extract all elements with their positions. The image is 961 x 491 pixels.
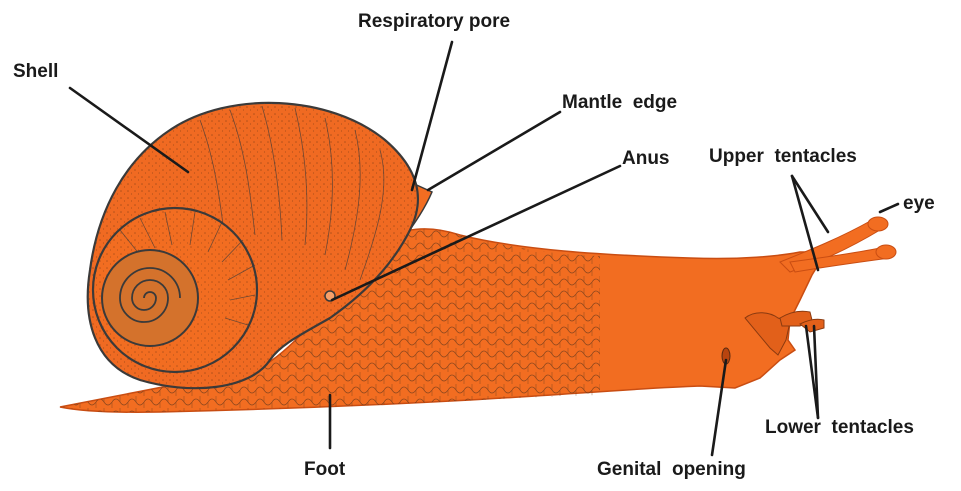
label-respiratory-pore: Respiratory pore bbox=[358, 12, 510, 31]
eye-leader bbox=[880, 204, 898, 212]
label-genital-opening: Genital opening bbox=[597, 460, 746, 479]
label-upper-tentacles: Upper tentacles bbox=[709, 147, 857, 166]
label-shell: Shell bbox=[13, 62, 58, 81]
label-anus: Anus bbox=[622, 149, 670, 168]
mantle-edge-leader bbox=[428, 112, 560, 190]
label-lower-tentacles: Lower tentacles bbox=[765, 418, 914, 437]
upper-tentacles-leader-1 bbox=[792, 176, 828, 232]
label-mantle-edge: Mantle edge bbox=[562, 93, 677, 112]
upper-tentacles bbox=[780, 217, 896, 272]
eye-tip-1 bbox=[868, 217, 888, 231]
label-eye: eye bbox=[903, 194, 935, 213]
shell-spire bbox=[102, 250, 198, 346]
respiratory-pore-leader bbox=[412, 42, 452, 190]
eye-tip-2 bbox=[876, 245, 896, 259]
label-foot: Foot bbox=[304, 460, 345, 479]
